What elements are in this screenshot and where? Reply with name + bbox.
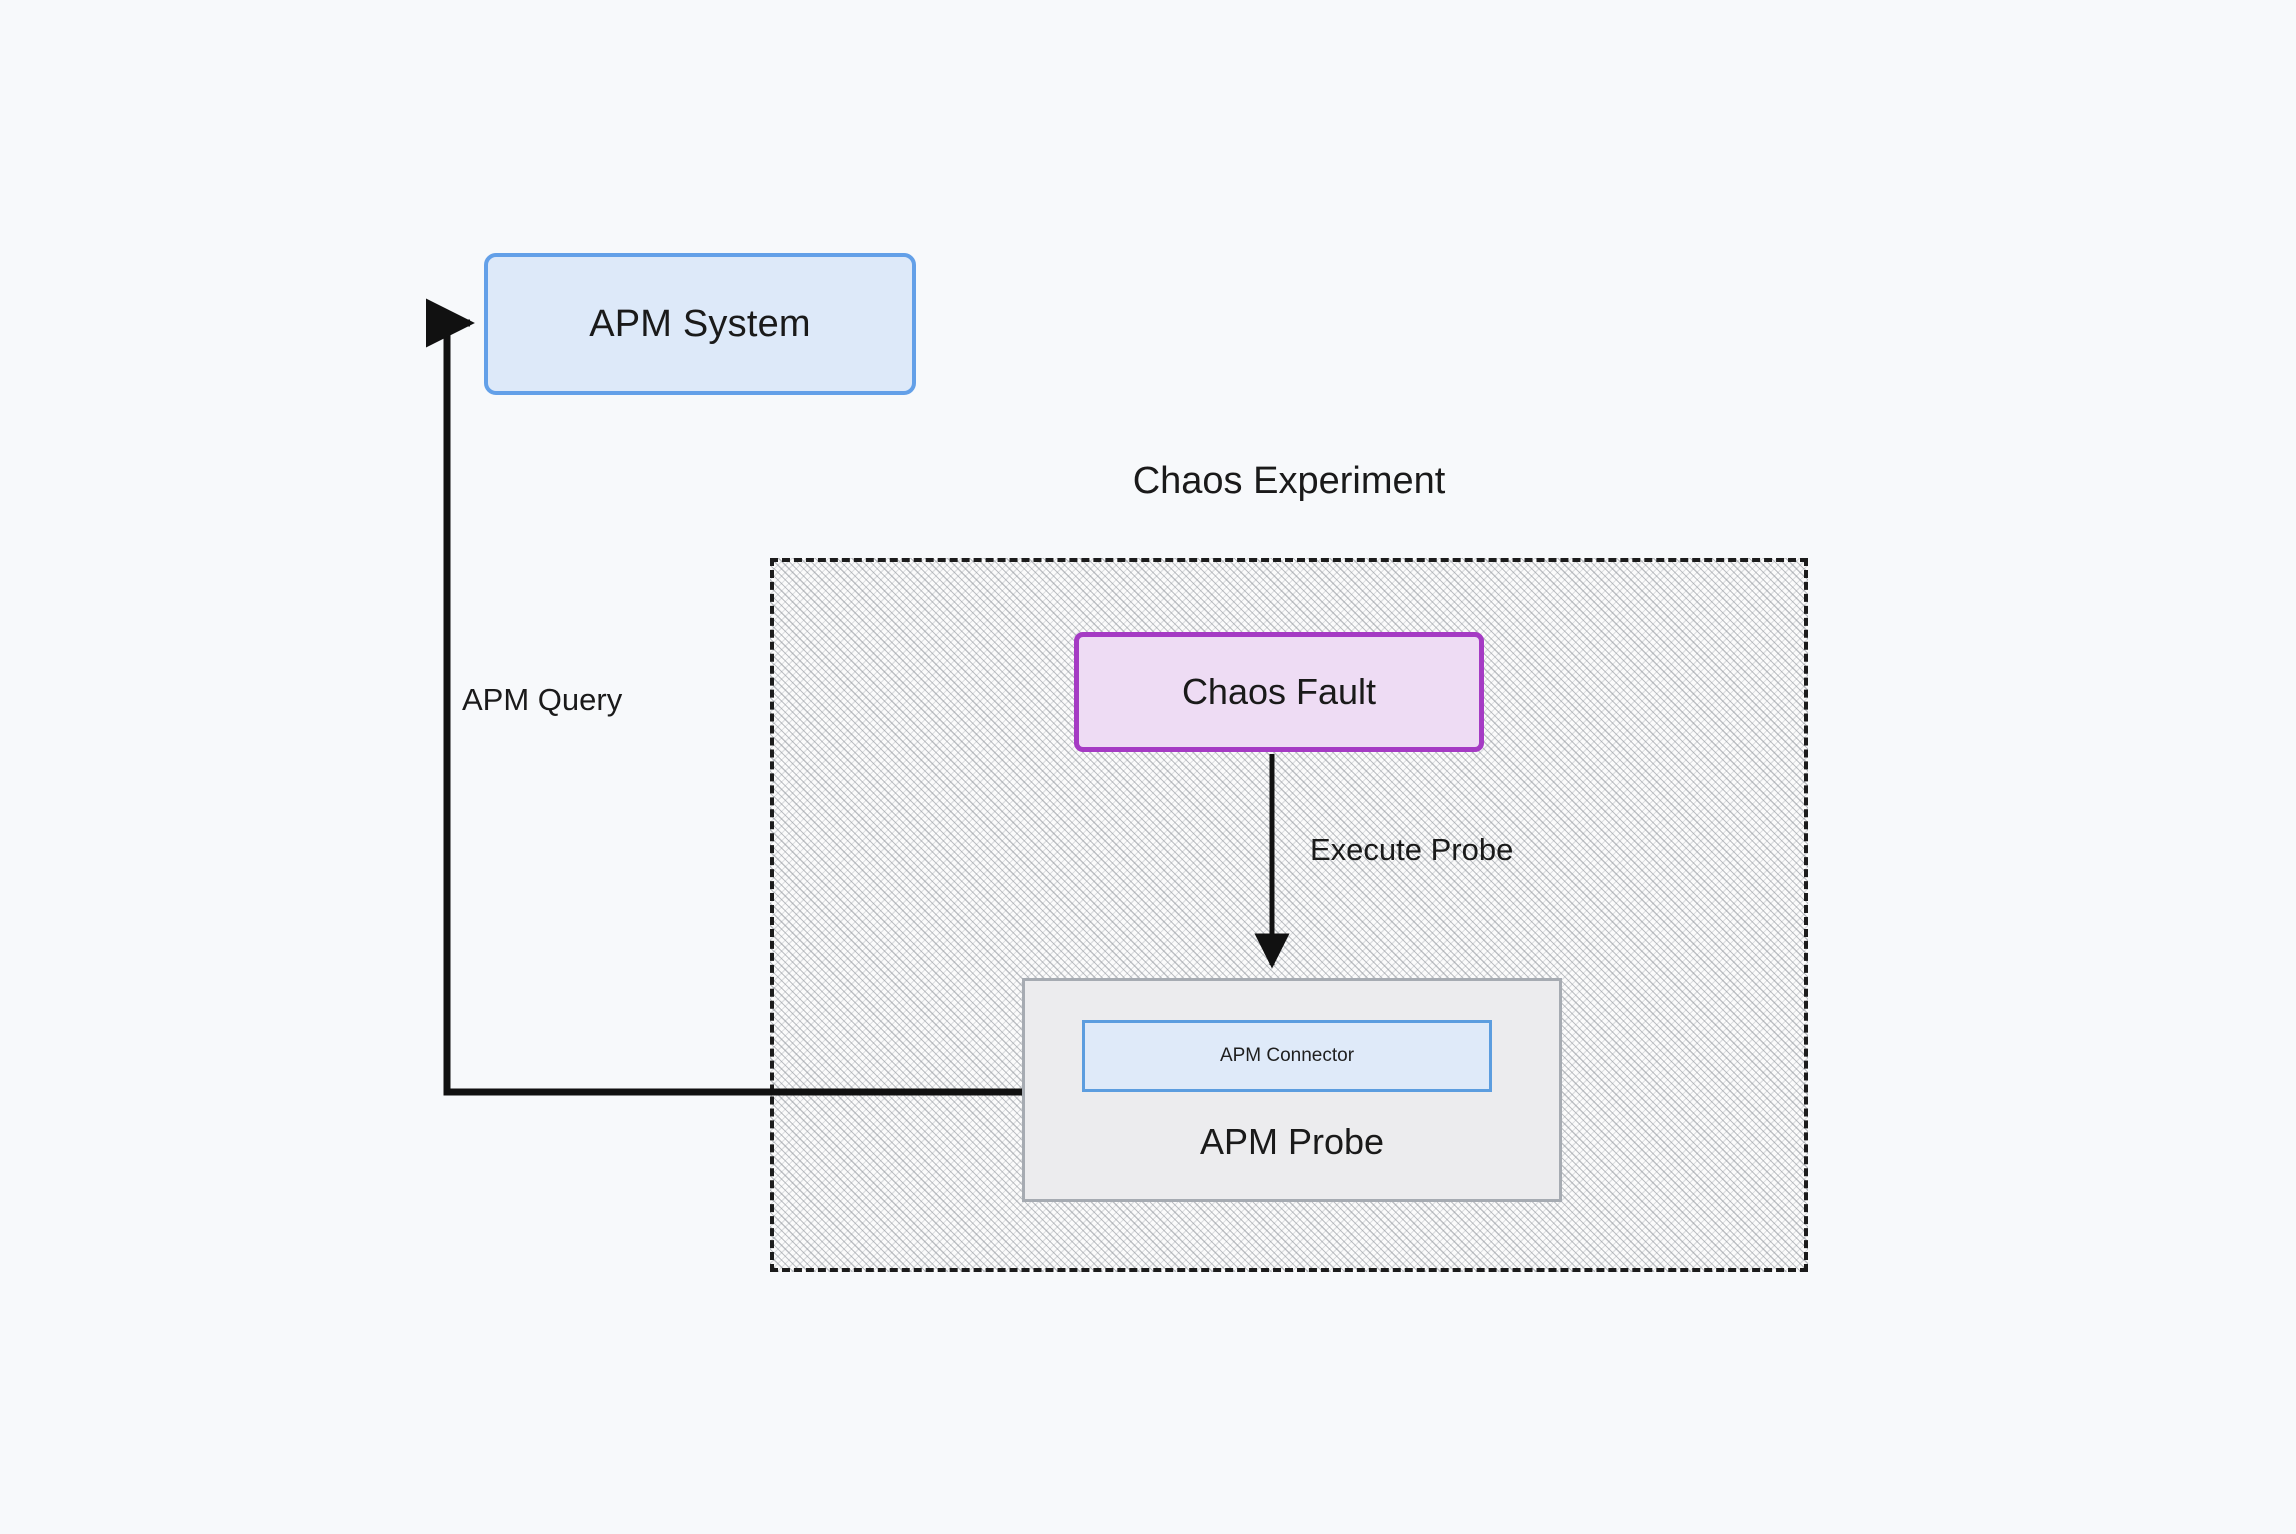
edge-label-execute-probe: Execute Probe xyxy=(1310,832,1514,867)
node-apm-probe-label: APM Probe xyxy=(1199,1121,1385,1162)
node-chaos-fault[interactable]: Chaos Fault xyxy=(1074,632,1484,752)
node-apm-system[interactable]: APM System xyxy=(484,253,916,395)
edge-label-apm-query: APM Query xyxy=(462,682,623,717)
node-chaos-fault-label: Chaos Fault xyxy=(1181,671,1377,712)
node-apm-system-label: APM System xyxy=(589,302,811,345)
chaos-experiment-title: Chaos Experiment xyxy=(1132,460,1446,502)
node-apm-connector[interactable]: APM Connector xyxy=(1082,1020,1492,1092)
node-apm-connector-label: APM Connector xyxy=(1219,1045,1355,1066)
